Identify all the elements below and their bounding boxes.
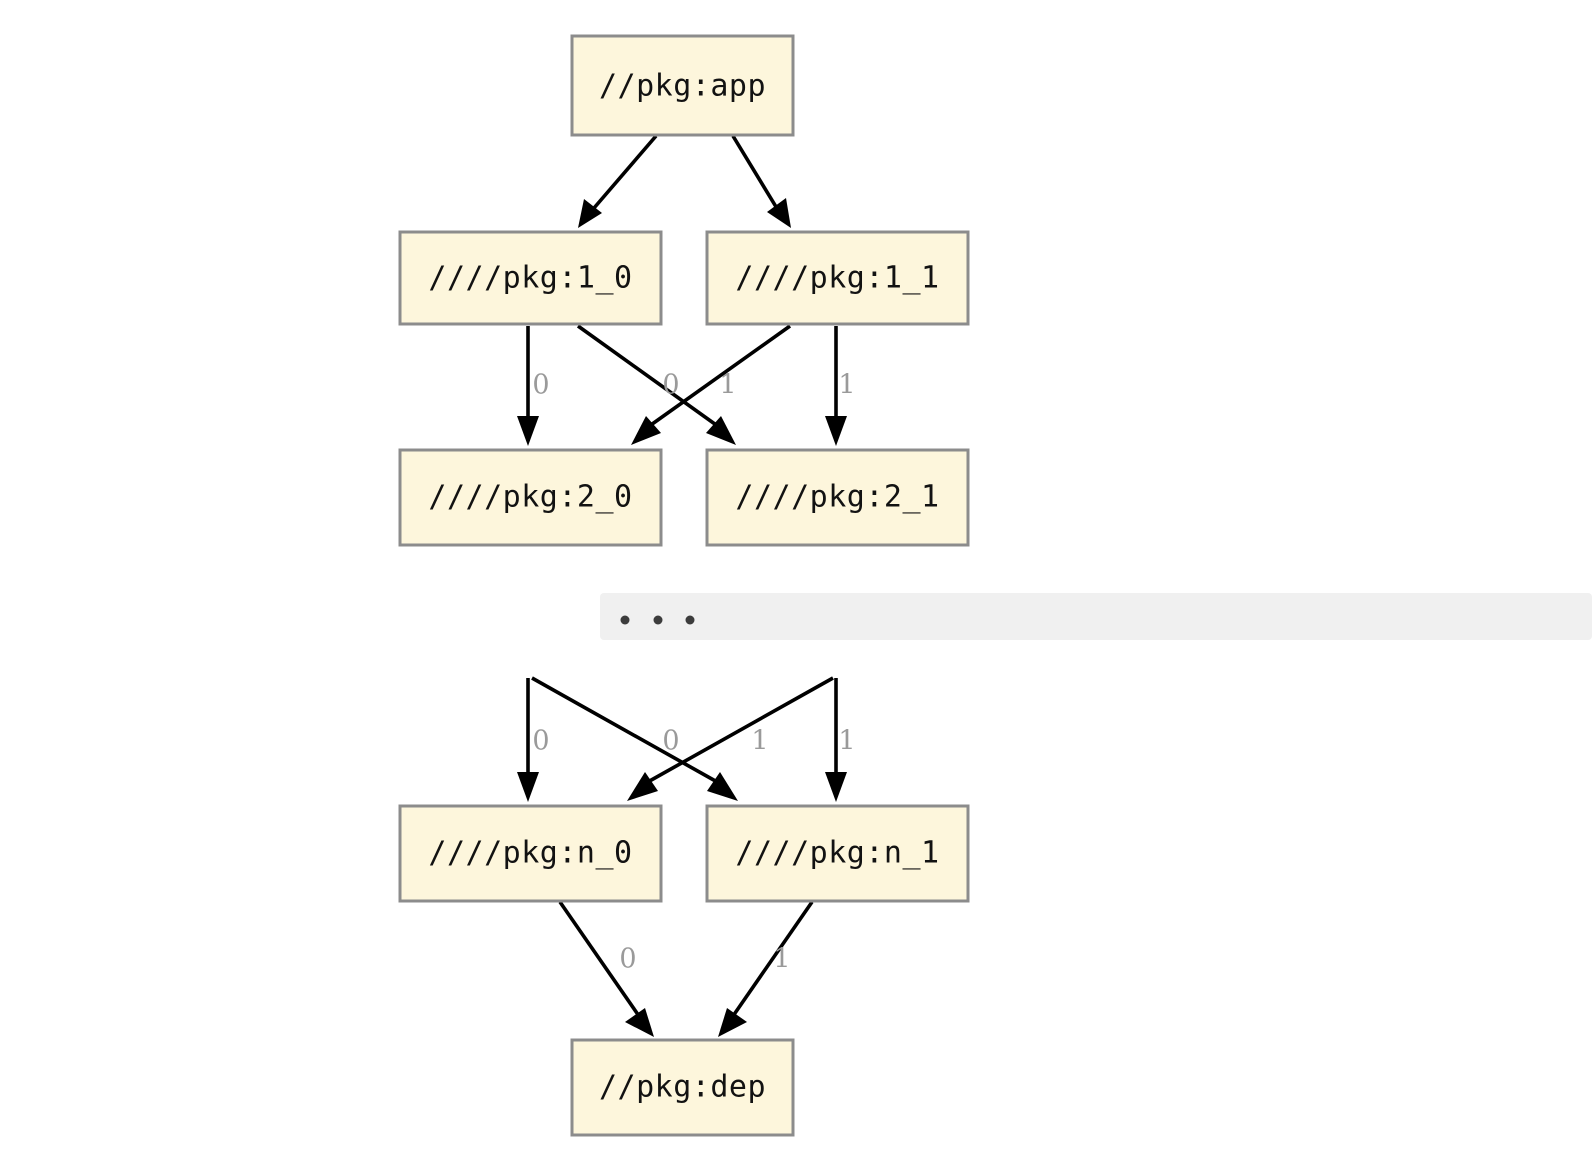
arrowhead-icon — [578, 199, 602, 228]
edge-line — [558, 900, 641, 1018]
edge-app-to-1_0 — [578, 134, 658, 228]
node-box[interactable] — [398, 804, 663, 903]
node-pkg-1_1[interactable]: ////pkg:1_1 — [705, 230, 970, 326]
arrowhead-icon — [707, 772, 738, 801]
node-label: //pkg:dep — [599, 1070, 766, 1105]
arrowhead-icon — [517, 416, 539, 446]
node-box[interactable] — [705, 448, 970, 547]
arrowhead-icon — [631, 416, 661, 445]
edge-line — [646, 324, 792, 429]
node-box[interactable] — [705, 804, 970, 903]
node-box[interactable] — [398, 448, 663, 547]
edge-n_0-to-dep: 0 — [558, 900, 654, 1037]
edge-line — [531, 676, 720, 785]
node-pkg-2_0[interactable]: ////pkg:2_0 — [398, 448, 663, 547]
node-box[interactable] — [570, 34, 795, 137]
node-pkg-n_0[interactable]: ////pkg:n_0 — [398, 804, 663, 903]
edge-1_0-to-2_0: 0 — [517, 326, 550, 446]
edge-label: 1 — [838, 726, 855, 757]
node-label: ////pkg:1_1 — [735, 261, 939, 296]
edge-label: 1 — [719, 370, 736, 401]
edge-hidden0-to-n_0: 0 — [517, 678, 550, 802]
node-label: //pkg:app — [599, 69, 766, 104]
edge-app-to-1_1 — [731, 135, 791, 228]
ellipsis-separator — [600, 593, 1592, 640]
ellipsis-dot-2 — [653, 615, 663, 625]
edge-line — [645, 676, 834, 785]
node-dep[interactable]: //pkg:dep — [570, 1038, 795, 1137]
edge-hidden1-to-n_0: 1 — [627, 676, 834, 801]
node-pkg-2_1[interactable]: ////pkg:2_1 — [705, 448, 970, 547]
arrowhead-icon — [767, 198, 791, 228]
edge-hidden1-to-n_1: 1 — [825, 678, 856, 802]
edge-label: 0 — [662, 726, 679, 757]
ellipsis-band-rect — [600, 593, 1592, 640]
arrowhead-icon — [706, 416, 736, 445]
edge-1_1-to-2_0: 1 — [631, 324, 792, 445]
node-label: ////pkg:n_0 — [428, 836, 632, 871]
arrowhead-icon — [825, 416, 847, 446]
ellipsis-dot-3 — [685, 615, 695, 625]
node-box[interactable] — [570, 1038, 795, 1137]
node-app[interactable]: //pkg:app — [570, 34, 795, 137]
arrowhead-icon — [625, 1008, 654, 1037]
edge-label: 0 — [532, 370, 549, 401]
edge-n_1-to-dep: 1 — [718, 900, 814, 1037]
arrowhead-icon — [627, 772, 658, 801]
edge-line — [586, 134, 658, 217]
edge-label: 1 — [751, 726, 768, 757]
node-label: ////pkg:2_1 — [735, 480, 939, 515]
arrowhead-icon — [718, 1008, 747, 1037]
node-label: ////pkg:n_1 — [735, 836, 939, 871]
edge-line — [731, 900, 814, 1018]
edge-line — [576, 324, 721, 429]
arrowhead-icon — [517, 772, 539, 802]
node-pkg-1_0[interactable]: ////pkg:1_0 — [398, 230, 663, 326]
edge-line — [731, 135, 783, 216]
node-label: ////pkg:2_0 — [428, 480, 632, 515]
edge-1_1-to-2_1: 1 — [825, 326, 856, 446]
node-box[interactable] — [705, 230, 970, 326]
edge-label: 0 — [662, 370, 679, 401]
edge-label: 0 — [619, 944, 636, 975]
edge-label: 1 — [773, 944, 790, 975]
arrowhead-icon — [825, 772, 847, 802]
node-pkg-n_1[interactable]: ////pkg:n_1 — [705, 804, 970, 903]
node-label: ////pkg:1_0 — [428, 261, 632, 296]
edge-1_0-to-2_1: 0 — [576, 324, 736, 445]
ellipsis-dot-1 — [620, 615, 630, 625]
edge-hidden0-to-n_1: 0 — [531, 676, 738, 801]
edge-label: 1 — [838, 370, 855, 401]
node-box[interactable] — [398, 230, 663, 326]
edge-label: 0 — [532, 726, 549, 757]
